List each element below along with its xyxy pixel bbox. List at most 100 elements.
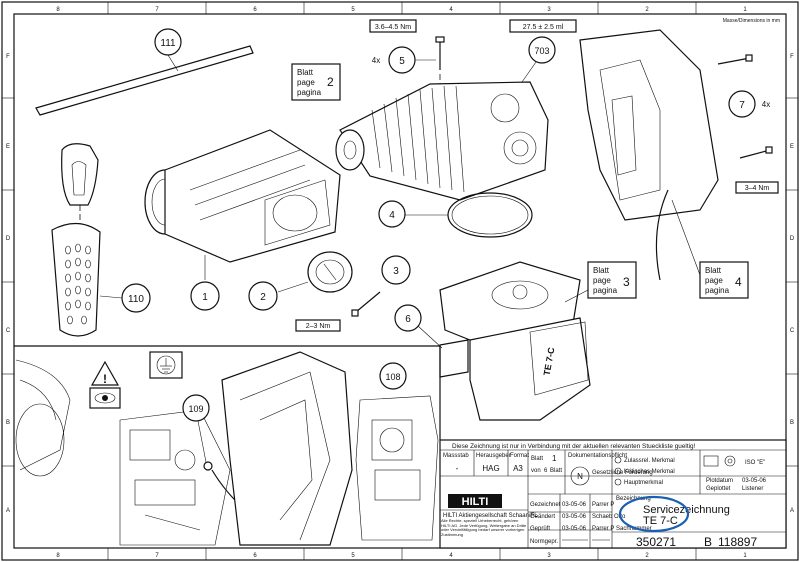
sachnummer-label: Sachnummer (616, 526, 652, 532)
page-ref-2-l3: pagina (297, 88, 322, 97)
grease-part-703: 27.5 ± 2.5 ml 703 (509, 19, 577, 83)
callout-5: 5 (399, 56, 405, 67)
rod-part-111: 111 (35, 28, 254, 116)
svg-text:!: ! (103, 372, 107, 386)
col-label: 7 (155, 553, 159, 559)
von-label: von (531, 468, 541, 474)
geprueft-date: 03-05-06 (562, 526, 587, 532)
zulassrel-label: Zulassrel. Merkmal (624, 458, 675, 464)
warning-eye-icon: ! (89, 360, 121, 409)
callout-4: 4 (389, 210, 395, 221)
callout-7: 7 (739, 100, 745, 111)
geplottet-label: Geplottet (706, 486, 731, 492)
detail-panel: ! 109 (14, 345, 441, 546)
callout-703: 703 (534, 46, 549, 56)
col-label: 5 (351, 7, 355, 13)
row-label: C (6, 328, 11, 334)
haupt-label: Hauptmerkmal (624, 480, 663, 486)
motor-assembly: Blatt page pagina 2 (291, 63, 549, 201)
hilti-logo-icon: HILTI (448, 494, 502, 508)
page-ref-4-num: 4 (735, 275, 742, 289)
col-label: 1 (743, 553, 747, 559)
page-ref-3-l1: Blatt (593, 266, 610, 275)
col-label: 2 (645, 553, 649, 559)
format-label: Format (510, 453, 529, 459)
switch-cover-part-2: 2 (248, 251, 353, 311)
callout-5-qty: 4x (372, 56, 380, 65)
bezeichnung-label: Bezeichnung (616, 496, 651, 502)
sachnummer-value: 350271 (636, 535, 676, 549)
dokpflicht-label: Dokumentationspflicht (568, 453, 627, 459)
callout-109: 109 (188, 404, 203, 414)
page-ref-4-l1: Blatt (705, 266, 722, 275)
massstab-label: Massstab (443, 453, 469, 459)
row-label: C (790, 328, 795, 334)
gear-housing-part-1: 1 (144, 129, 341, 311)
callout-1: 1 (202, 292, 208, 303)
blatt-label: Blatt (531, 456, 543, 462)
col-label: 6 (253, 7, 257, 13)
callout-7-qty: 4x (762, 100, 770, 109)
col-label: 4 (449, 553, 453, 559)
o-ring-part-4: 4 (378, 192, 533, 238)
page-ref-4-l2: page (705, 276, 723, 285)
gear-unit-assembly: TE 7-C Blatt page pagina 3 (439, 261, 637, 421)
gesetzl-label: Gesetzliche Forderung (592, 470, 653, 476)
row-label: D (6, 236, 11, 242)
tool-label-body: TE 7-C (542, 346, 557, 376)
callout-108: 108 (385, 372, 400, 382)
row-label: A (790, 508, 794, 514)
format-value: A3 (513, 464, 523, 473)
herausgeber-label: Herausgeber (476, 453, 511, 459)
projection-symbol-icon (703, 455, 736, 467)
title-block: Diese Zeichnung ist nur in Verbindung mi… (439, 439, 787, 549)
callout-111: 111 (160, 38, 176, 49)
kritisch-label: Kritisches Merkmal (624, 469, 675, 475)
row-label: E (790, 144, 794, 150)
col-label: 6 (253, 553, 257, 559)
gezeichnet-label: Gezeichnet (530, 502, 561, 508)
geaendert-date: 03-05-06 (562, 514, 587, 520)
von-value: 6 (544, 468, 548, 474)
revision: B (704, 535, 712, 549)
units-note: Masse/Dimensions in mm (723, 18, 780, 24)
plotdatum-label: Plotdatum (706, 478, 733, 484)
logo-text: HILTI (462, 496, 489, 508)
label-part-6: 6 (394, 304, 469, 378)
motor-housing-part: Blatt page pagina 4 (579, 29, 749, 299)
iso-label: ISO "E" (745, 460, 765, 466)
side-handle-part-110: 110 (51, 143, 151, 337)
row-label: D (790, 236, 795, 242)
page-ref-2-l1: Blatt (297, 68, 314, 77)
von-suffix: Blatt (550, 468, 562, 474)
col-label: 4 (449, 7, 453, 13)
callout-6: 6 (405, 314, 411, 325)
geprueft-label: Geprüft (530, 526, 550, 532)
row-label: B (6, 420, 10, 426)
grease-703-label: 27.5 ± 2.5 ml (523, 24, 564, 31)
geaendert-label: Geändert (530, 514, 555, 520)
col-label: 2 (645, 7, 649, 13)
torque-5-label: 3.6–4.5 Nm (375, 24, 411, 31)
callout-110: 110 (128, 294, 144, 305)
col-label: 3 (547, 553, 551, 559)
geplottet-value: Listener (742, 486, 763, 492)
row-label: F (790, 54, 794, 60)
col-label: 7 (155, 7, 159, 13)
col-label: 8 (56, 553, 60, 559)
callout-2: 2 (260, 292, 266, 303)
legal-notice: Alle Rechte, speziell Urheberrecht, gehö… (441, 519, 527, 537)
torque-3-label: 2–3 Nm (306, 323, 331, 330)
page-ref-4-l3: pagina (705, 286, 730, 295)
geaendert-name: Schaeb Otto (592, 514, 626, 520)
gezeichnet-name: Parrer P (592, 502, 614, 508)
screw-part-3: 3 2–3 Nm (295, 255, 411, 332)
col-label: 3 (547, 7, 551, 13)
herausgeber-value: HAG (482, 464, 499, 473)
blatt-value: 1 (552, 454, 557, 463)
col-label: 8 (56, 7, 60, 13)
normgepr-label: Normgepr. (530, 539, 558, 545)
plotdatum-value: 03-05-06 (742, 478, 767, 484)
